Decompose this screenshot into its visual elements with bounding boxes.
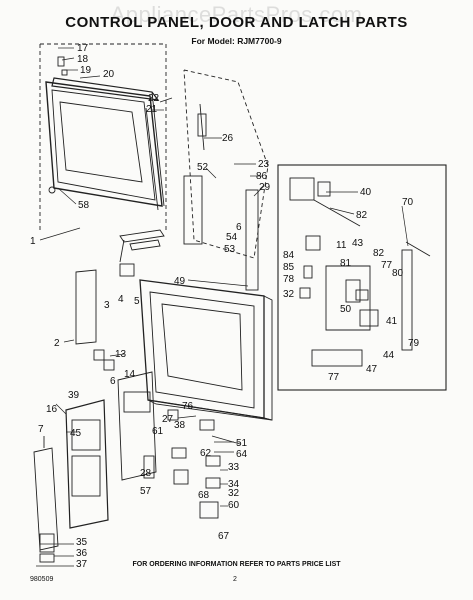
leader-lines [36, 47, 409, 567]
side-trim-drawing [75, 239, 135, 371]
page-title: CONTROL PANEL, DOOR AND LATCH PARTS [65, 14, 408, 31]
callout-c86: 86 [256, 171, 268, 182]
callout-c14: 14 [124, 369, 136, 380]
callout-c39: 39 [68, 390, 80, 401]
small-parts-drawing [143, 409, 241, 519]
callout-c34: 34 [228, 479, 240, 490]
callout-c18: 18 [77, 54, 89, 65]
callout-c85: 85 [283, 262, 295, 273]
page-number: 2 [233, 576, 237, 583]
footer-note: FOR ORDERING INFORMATION REFER TO PARTS … [132, 561, 341, 568]
callout-c44: 44 [383, 350, 395, 361]
callout-c7: 7 [38, 424, 44, 435]
callout-c17: 17 [77, 43, 89, 54]
callout-c64: 64 [236, 449, 248, 460]
callout-c23: 23 [258, 159, 270, 170]
callout-c5: 5 [134, 296, 140, 307]
callout-c62: 62 [200, 448, 212, 459]
callout-c58: 58 [78, 200, 90, 211]
door-assembly-drawing [39, 43, 167, 251]
callout-c77a: 77 [381, 260, 393, 271]
callout-c19: 19 [80, 65, 92, 76]
callout-c20: 20 [103, 69, 115, 80]
callout-c57: 57 [140, 486, 152, 497]
callout-c6b: 6 [110, 376, 116, 387]
callout-c41: 41 [386, 316, 398, 327]
control-panel-drawing [33, 371, 157, 563]
model-line: For Model: RJM7700-9 [191, 36, 282, 46]
callout-c22: 22 [148, 93, 160, 104]
callout-c45: 45 [70, 428, 82, 439]
callout-c81: 81 [340, 258, 352, 269]
callout-c16: 16 [46, 404, 58, 415]
callout-c49: 49 [174, 276, 186, 287]
callout-c80: 80 [392, 268, 404, 279]
callout-c52: 52 [197, 162, 209, 173]
callout-c37: 37 [76, 559, 88, 570]
callout-c11: 11 [336, 240, 347, 251]
callout-c32b: 32 [228, 488, 240, 499]
callout-c28: 28 [140, 468, 152, 479]
callout-c40: 40 [360, 187, 372, 198]
callout-c27: 27 [162, 414, 174, 425]
callout-c2: 2 [54, 338, 60, 349]
callout-c76: 76 [182, 401, 194, 412]
callout-c47: 47 [366, 364, 378, 375]
callout-c38: 38 [174, 420, 186, 431]
document-code: 980509 [30, 576, 54, 583]
callout-c78: 78 [283, 274, 295, 285]
latch-plate-drawing [183, 69, 269, 291]
callout-c33: 33 [228, 462, 240, 473]
callout-c1: 1 [30, 236, 36, 247]
callout-c21: 21 [146, 104, 158, 115]
watermark: AppliancePartsPros.com [110, 2, 363, 27]
callout-c35: 35 [76, 537, 88, 548]
callout-c68: 68 [198, 490, 210, 501]
callout-c77b: 77 [328, 372, 340, 383]
callout-c60: 60 [228, 500, 240, 511]
callout-c82b: 82 [373, 248, 385, 259]
callout-c26: 26 [222, 133, 234, 144]
callout-c67: 67 [218, 531, 230, 542]
callout-c36: 36 [76, 548, 88, 559]
frame-drawing [139, 279, 273, 421]
callout-c50: 50 [340, 304, 352, 315]
callout-c70: 70 [402, 197, 414, 208]
callout-c32: 32 [283, 289, 295, 300]
callout-c51: 51 [236, 438, 248, 449]
callout-c54: 54 [226, 232, 238, 243]
switch-assembly-drawing [277, 164, 447, 391]
callout-c82a: 82 [356, 210, 368, 221]
callout-c84: 84 [283, 250, 295, 261]
callout-c3: 3 [104, 300, 110, 311]
callout-c53: 53 [224, 244, 236, 255]
callout-c61: 61 [152, 426, 164, 437]
callout-c13: 13 [115, 349, 127, 360]
callout-c29: 29 [259, 182, 271, 193]
callout-c4: 4 [118, 294, 124, 305]
callout-c43: 43 [352, 238, 364, 249]
callout-c79: 79 [408, 338, 420, 349]
callout-c6a: 6 [236, 222, 242, 233]
